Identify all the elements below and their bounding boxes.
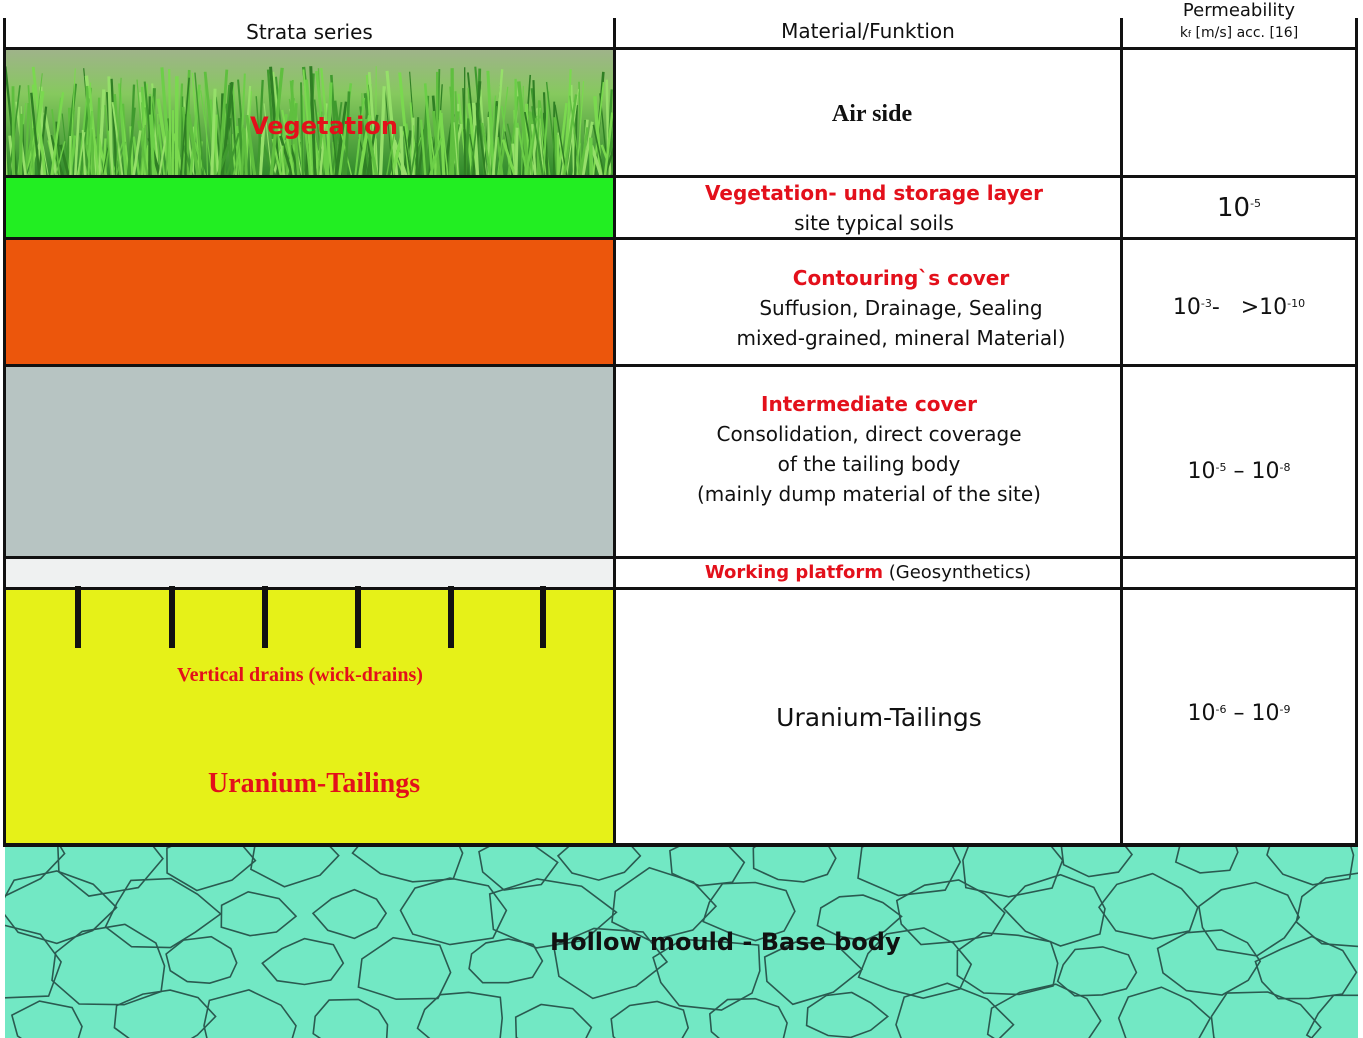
perm-value: – 10 [1226, 459, 1280, 484]
grid-line [3, 556, 1358, 559]
perm-exponent: -5 [1250, 197, 1262, 210]
wick-drain [448, 586, 454, 648]
header-material-funktion: Material/Funktion [616, 19, 1120, 43]
grid-line [1355, 18, 1358, 847]
intermediate-cover-cell: Intermediate cover Consolidation, direct… [616, 389, 1122, 509]
grid-line [3, 237, 1358, 240]
perm-exponent: -3 [1200, 297, 1212, 310]
wick-drain [540, 586, 546, 648]
base-body-label: Hollow mould - Base body [550, 928, 901, 956]
header-strata-series: Strata series [6, 20, 613, 44]
perm-value: 10 [1216, 193, 1251, 223]
grid-line [3, 18, 6, 847]
grid-line [3, 364, 1358, 367]
storage-layer-fill [5, 178, 614, 238]
perm-value: 10 [1172, 295, 1201, 320]
grid-line [613, 18, 616, 847]
intermediate-desc: (mainly dump material of the site) [696, 482, 1041, 506]
perm-exponent: -6 [1215, 703, 1227, 716]
header-permeability: Permeability kf [m/s] acc. [16] [1123, 0, 1355, 46]
working-platform-cell: Working platform (Geosynthetics) [616, 559, 1120, 587]
perm-exponent: -8 [1279, 461, 1291, 474]
header-label: Material/Funktion [781, 19, 955, 43]
perm-intermediate: 10-5 – 10-8 [1123, 454, 1355, 490]
header-subscript: f [1187, 30, 1192, 40]
contouring-cover-cell: Contouring`s cover Suffusion, Drainage, … [616, 263, 1186, 353]
contouring-desc: mixed-grained, mineral Material) [736, 326, 1066, 350]
intermediate-title: Intermediate cover [761, 392, 977, 416]
contouring-desc: Suffusion, Drainage, Sealing [759, 296, 1043, 320]
contouring-layer-fill [5, 240, 614, 365]
perm-exponent: -5 [1215, 461, 1227, 474]
platform-layer-fill [5, 559, 614, 587]
grid-line [3, 843, 1358, 847]
air-side-cell: Air side [616, 52, 1128, 175]
rock-pattern [5, 847, 1358, 1038]
uranium-tailings-text: Uranium-Tailings [776, 703, 982, 732]
air-side-text: Air side [831, 100, 913, 127]
grid-line [3, 47, 1358, 50]
intermediate-layer-fill [5, 367, 614, 557]
vegetation-label: Vegetation [250, 112, 398, 140]
base-body-layer [5, 847, 1358, 1038]
header-label: Strata series [246, 20, 373, 44]
perm-storage: 10-5 [1123, 190, 1355, 226]
intermediate-desc: of the tailing body [777, 452, 961, 476]
wick-drain [169, 586, 175, 648]
grid-line [3, 587, 1358, 590]
grid-line [3, 175, 1358, 178]
header-label: Permeability [1182, 0, 1296, 21]
storage-layer-cell: Vegetation- und storage layer site typic… [616, 178, 1132, 238]
header-label: k [1179, 25, 1188, 41]
grid-line [1120, 18, 1123, 847]
storage-layer-title: Vegetation- und storage layer [705, 181, 1043, 205]
perm-exponent: -10 [1287, 297, 1306, 310]
vegetation-layer-image [5, 50, 614, 176]
platform-desc: (Geosynthetics) [883, 562, 1032, 583]
contouring-title: Contouring`s cover [792, 266, 1010, 290]
perm-value: – 10 [1226, 701, 1280, 726]
perm-contouring: 10-3- >10-10 [1123, 290, 1355, 326]
perm-value: - >10 [1211, 295, 1288, 320]
grass-illustration [5, 50, 614, 176]
wick-drain [355, 586, 361, 648]
wick-drain [75, 586, 81, 648]
intermediate-desc: Consolidation, direct coverage [716, 422, 1022, 446]
perm-exponent: -9 [1279, 703, 1291, 716]
perm-value: 10 [1187, 459, 1216, 484]
platform-title: Working platform [704, 562, 884, 583]
perm-tailings: 10-6 – 10-9 [1123, 696, 1355, 732]
uranium-tailings-cell: Uranium-Tailings [616, 700, 1142, 736]
tailings-layer-fill [5, 589, 614, 844]
header-label: [m/s] acc. [16] [1191, 25, 1299, 41]
storage-layer-desc: site typical soils [794, 211, 954, 235]
perm-value: 10 [1187, 701, 1216, 726]
wick-drain [262, 586, 268, 648]
uranium-tailings-strata-label: Uranium-Tailings [208, 768, 421, 799]
vertical-drains-label: Vertical drains (wick-drains) [177, 664, 423, 686]
